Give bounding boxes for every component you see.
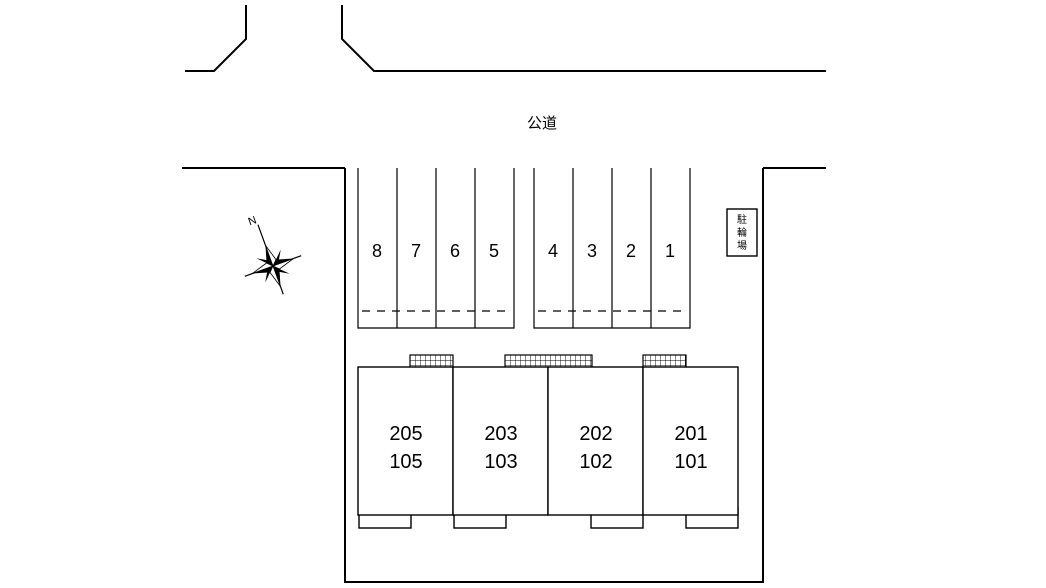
unit-203-103 bbox=[452, 366, 549, 516]
parking-space-number: 2 bbox=[626, 241, 636, 261]
road-label: 公道 bbox=[527, 115, 557, 132]
compass-rose: N bbox=[244, 214, 302, 295]
parking-space-number: 6 bbox=[450, 241, 460, 261]
unit-205-105 bbox=[357, 366, 454, 516]
bicycle-parking-box bbox=[726, 208, 758, 257]
unit-lower-number: 102 bbox=[579, 451, 612, 473]
unit-201-101 bbox=[642, 366, 739, 516]
parking-space-number: 1 bbox=[665, 241, 675, 261]
parking-space-number: 8 bbox=[372, 241, 382, 261]
road-top-left-edge bbox=[185, 5, 247, 72]
bicycle-parking-char: 場 bbox=[737, 239, 747, 252]
unit-upper-number: 202 bbox=[579, 423, 612, 445]
property-boundary bbox=[344, 168, 764, 583]
unit-upper-number: 203 bbox=[484, 423, 517, 445]
parking-group-right: 4 3 2 1 bbox=[533, 168, 691, 329]
parking-space-number: 4 bbox=[548, 241, 558, 261]
bicycle-parking-char: 駐 bbox=[737, 213, 747, 226]
compass-star-icon bbox=[252, 245, 294, 287]
apartment-building: 205 105 203 103 202 102 201 101 bbox=[357, 354, 739, 529]
unit-lower-number: 101 bbox=[674, 451, 707, 473]
parking-group-left: 8 7 6 5 bbox=[357, 168, 515, 329]
parking-space-number: 3 bbox=[587, 241, 597, 261]
bicycle-parking-char: 輪 bbox=[737, 226, 747, 239]
bicycle-parking: 駐 輪 場 bbox=[726, 208, 758, 257]
unit-upper-number: 205 bbox=[389, 423, 422, 445]
parking-space-number: 5 bbox=[489, 241, 499, 261]
compass-north-label: N bbox=[247, 214, 259, 228]
unit-upper-number: 201 bbox=[674, 423, 707, 445]
public-road: 公道 bbox=[182, 5, 826, 169]
road-top-right-edge bbox=[341, 5, 826, 72]
unit-lower-number: 105 bbox=[389, 451, 422, 473]
parking-space-number: 7 bbox=[411, 241, 421, 261]
unit-lower-number: 103 bbox=[484, 451, 517, 473]
